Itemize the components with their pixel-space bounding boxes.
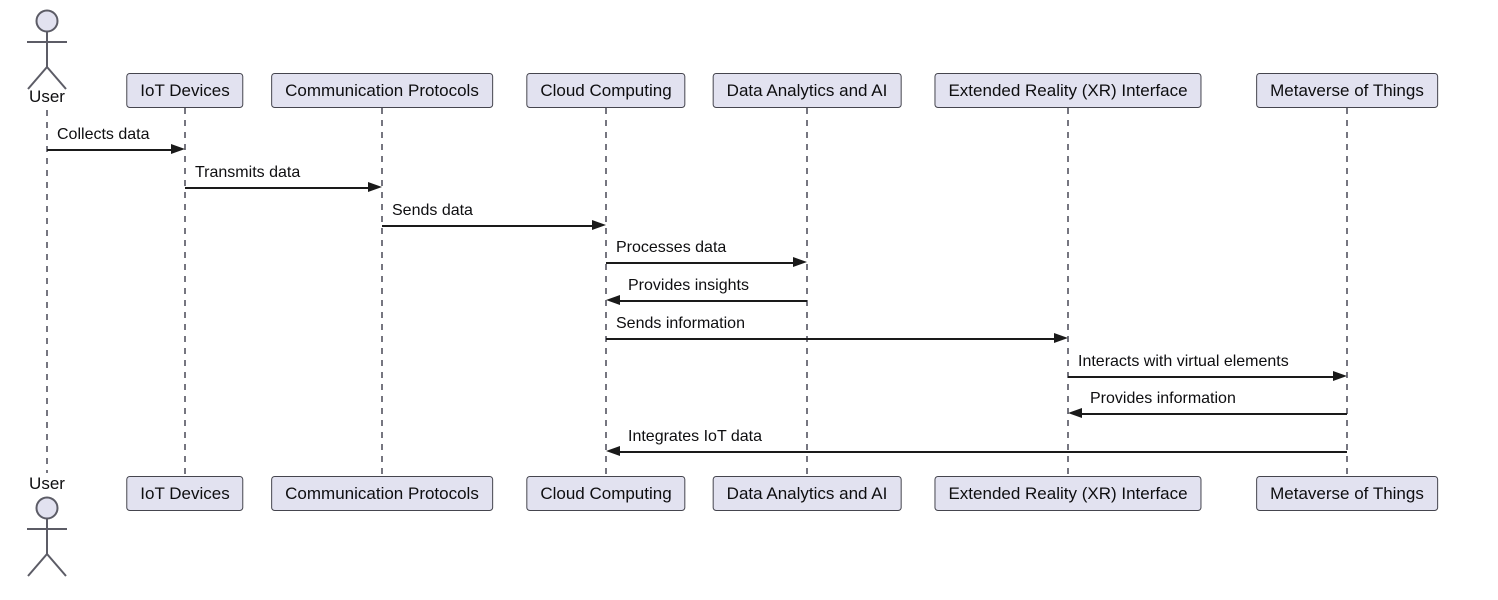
message-line: [1068, 376, 1341, 378]
participant-bottom-data-analytics-and-ai: Data Analytics and AI: [712, 476, 902, 511]
participant-top-extended-reality-xr-interface: Extended Reality (XR) Interface: [934, 73, 1202, 108]
message-label: Provides insights: [628, 277, 749, 294]
message-label: Provides information: [1090, 390, 1236, 407]
arrow-right-icon: [1054, 333, 1068, 343]
lifeline-data-analytics-and-ai: [806, 108, 808, 476]
lifeline-cloud-computing: [605, 108, 607, 476]
message-label: Transmits data: [195, 164, 301, 181]
message-label: Sends data: [392, 202, 473, 219]
arrow-left-icon: [1068, 408, 1082, 418]
participant-bottom-cloud-computing: Cloud Computing: [526, 476, 686, 511]
participant-bottom-communication-protocols: Communication Protocols: [271, 476, 493, 511]
lifeline-metaverse-of-things: [1346, 108, 1348, 476]
message-line: [47, 149, 179, 151]
arrow-left-icon: [606, 295, 620, 305]
participant-top-cloud-computing: Cloud Computing: [526, 73, 686, 108]
message-line: [612, 300, 807, 302]
message-line: [612, 451, 1347, 453]
message-line: [185, 187, 376, 189]
participant-top-iot-devices: IoT Devices: [126, 73, 244, 108]
arrow-left-icon: [606, 446, 620, 456]
lifeline-iot-devices: [184, 108, 186, 476]
message-label: Processes data: [616, 239, 727, 256]
arrow-right-icon: [368, 182, 382, 192]
participant-top-metaverse-of-things: Metaverse of Things: [1256, 73, 1438, 108]
actor-label-bottom: User: [29, 474, 65, 493]
arrow-right-icon: [1333, 371, 1347, 381]
message-label: Collects data: [57, 126, 150, 143]
message-line: [606, 262, 801, 264]
message-line: [606, 338, 1062, 340]
message-line: [1074, 413, 1347, 415]
participant-bottom-extended-reality-xr-interface: Extended Reality (XR) Interface: [934, 476, 1202, 511]
message-label: Sends information: [616, 315, 745, 332]
participant-top-data-analytics-and-ai: Data Analytics and AI: [712, 73, 902, 108]
arrow-right-icon: [171, 144, 185, 154]
participant-bottom-iot-devices: IoT Devices: [126, 476, 244, 511]
user-actor-icon: [14, 495, 80, 584]
lifeline-extended-reality-xr-interface: [1067, 108, 1069, 476]
message-label: Interacts with virtual elements: [1078, 353, 1289, 370]
lifeline-communication-protocols: [381, 108, 383, 476]
participant-bottom-metaverse-of-things: Metaverse of Things: [1256, 476, 1438, 511]
actor-label-top: User: [29, 87, 65, 106]
arrow-right-icon: [592, 220, 606, 230]
arrow-right-icon: [793, 257, 807, 267]
participant-top-communication-protocols: Communication Protocols: [271, 73, 493, 108]
lifeline-user: [46, 110, 48, 473]
user-actor-icon: [14, 8, 80, 97]
message-label: Integrates IoT data: [628, 428, 763, 445]
message-line: [382, 225, 600, 227]
